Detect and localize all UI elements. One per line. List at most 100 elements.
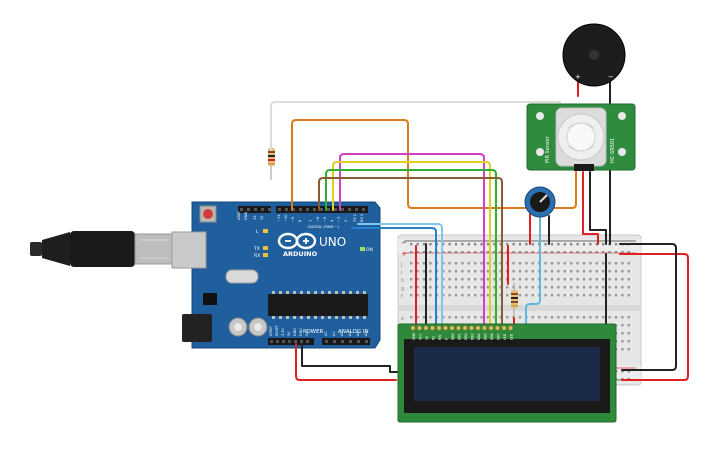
rail-hole: [595, 243, 598, 246]
breadboard-hole: [582, 262, 586, 265]
breadboard-hole: [544, 270, 547, 273]
top-pin-label: 4: [330, 219, 334, 222]
breadboard-hole: [410, 270, 413, 273]
rail-hole: [602, 251, 605, 254]
rail-hole: [589, 243, 592, 246]
lcd-pins: [410, 325, 513, 331]
lcd-pin: [475, 325, 481, 331]
lcd-pin-label: DB5: [484, 333, 488, 340]
breadboard-hole: [621, 294, 624, 297]
breadboard-hole: [506, 294, 509, 297]
rail-hole: [550, 243, 554, 246]
header-analog: [322, 338, 370, 345]
breadboard-hole: [531, 278, 534, 281]
resistor-lcd[interactable]: [511, 283, 518, 318]
rail-hole: [589, 251, 592, 254]
lcd-pin-label: LED: [503, 333, 507, 340]
lcd-pin: [449, 325, 455, 331]
breadboard-hole: [570, 262, 573, 265]
breadboard-hole: [589, 294, 592, 297]
breadboard-hole: [410, 286, 413, 289]
rail-hole: [474, 243, 477, 246]
breadboard-hole: [474, 316, 477, 319]
potentiometer[interactable]: [524, 186, 556, 218]
chip-pin: [349, 316, 352, 319]
rail-hole: [461, 251, 464, 254]
breadboard-hole: [442, 294, 445, 297]
rail-hole: [614, 251, 618, 254]
rail-hole: [563, 251, 566, 254]
power-pin-label: IOREF: [269, 326, 273, 336]
breadboard-hole: [627, 324, 630, 327]
rail-plus-label: +: [401, 250, 407, 258]
header-hole: [327, 208, 330, 211]
lcd-pin: [507, 325, 513, 331]
header-hole: [292, 208, 295, 211]
chip-pin: [342, 316, 345, 319]
breadboard-hole: [454, 262, 458, 265]
lcd-16x2[interactable]: GND VCC V0 RS RW E DB0 DB1 DB2 DB3 DB4 D…: [397, 323, 617, 423]
breadboard-hole: [557, 286, 560, 289]
reset-button-cap[interactable]: [203, 209, 213, 219]
lcd-pin-label: LED: [510, 333, 514, 340]
breadboard-hole: [627, 332, 630, 335]
breadboard-hole: [461, 262, 464, 265]
pir-sensor[interactable]: PIR Sensor HC-SR501: [526, 103, 636, 171]
breadboard-hole: [416, 286, 419, 289]
wire-pot-wiper: [525, 209, 541, 327]
breadboard-hole: [531, 262, 534, 265]
breadboard-hole: [448, 270, 451, 273]
breadboard-hole: [595, 278, 598, 281]
breadboard-hole: [576, 270, 579, 273]
breadboard-hole: [570, 294, 573, 297]
rail-hole: [454, 251, 458, 254]
top-pin-label: ~11: [277, 214, 281, 222]
breadboard-hole: [531, 270, 534, 273]
rail-hole: [627, 251, 630, 254]
lcd-pin-label: DB6: [490, 333, 494, 340]
breadboard-hole: [486, 262, 490, 265]
lcd-pin: [488, 325, 494, 331]
top-pin-label: ~9: [291, 216, 295, 222]
rail-hole: [518, 243, 522, 246]
top-pin-label: 2: [344, 220, 348, 222]
header-hole: [276, 340, 279, 343]
breadboard-hole: [544, 294, 547, 297]
breadboard-hole: [614, 286, 618, 289]
row-letter: i: [401, 270, 402, 276]
rail-hole: [621, 370, 624, 373]
breadboard-hole: [467, 270, 470, 273]
buzzer-plus-label: +: [575, 73, 581, 81]
breadboard-hole: [442, 278, 445, 281]
rail-hole: [531, 243, 534, 246]
rail-hole: [454, 243, 458, 246]
arduino-uno-board[interactable]: ARDUINO UNO ON L TX RX POWER ANALOG IN D…: [171, 201, 381, 349]
breadboard-hole: [627, 316, 630, 319]
chip-pin: [363, 291, 366, 294]
breadboard-hole: [621, 270, 624, 273]
piezo-buzzer[interactable]: + −: [562, 23, 626, 87]
breadboard-hole: [448, 286, 451, 289]
rail-hole: [467, 251, 470, 254]
breadboard-hole: [525, 278, 528, 281]
rail-minus-label: −: [401, 239, 407, 247]
breadboard-hole: [416, 262, 419, 265]
usb-cable[interactable]: [30, 231, 174, 267]
breadboard-hole: [499, 270, 502, 273]
breadboard-hole: [461, 316, 464, 319]
breadboard-hole: [422, 262, 426, 265]
breadboard-hole: [557, 316, 560, 319]
breadboard-hole: [544, 286, 547, 289]
chip-pin: [286, 316, 289, 319]
header-hole: [261, 208, 264, 211]
breadboard-hole: [602, 270, 605, 273]
chip-pin: [356, 316, 359, 319]
breadboard-hole: [512, 278, 515, 281]
breadboard-hole: [550, 278, 554, 281]
breadboard-hole: [474, 286, 477, 289]
breadboard-hole: [570, 278, 573, 281]
power-pin-label: GND: [299, 328, 303, 336]
breadboard-hole: [480, 262, 483, 265]
rail-hole: [486, 251, 490, 254]
breadboard-hole: [621, 278, 624, 281]
